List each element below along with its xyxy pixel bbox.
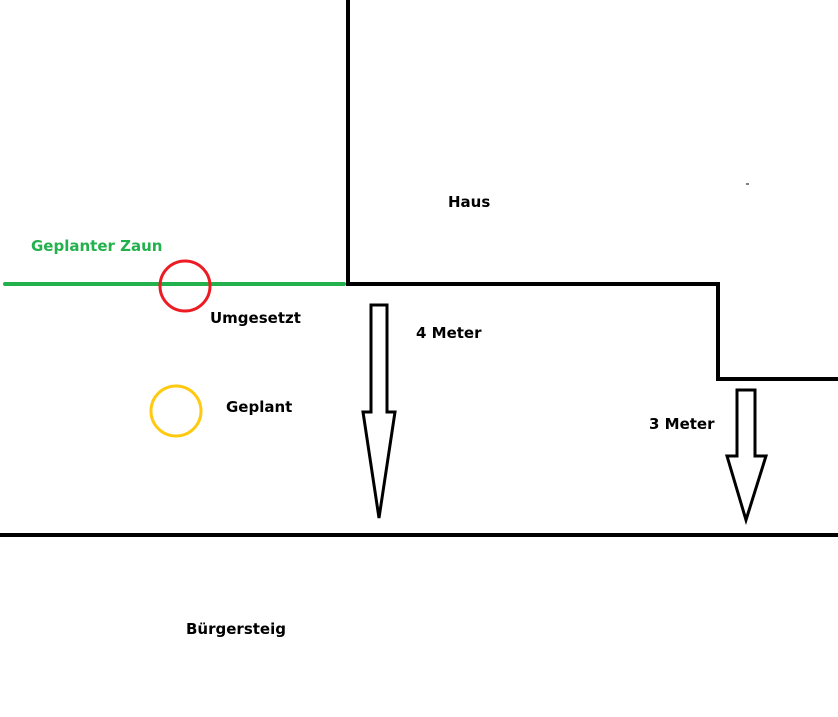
sidewalk-label: Bürgersteig [186, 620, 286, 638]
distance-arrow-3m [724, 388, 769, 526]
fence-label: Geplanter Zaun [31, 237, 163, 255]
house-outline [346, 0, 838, 381]
planned-label: Geplant [226, 398, 293, 416]
house-label: Haus [448, 193, 491, 211]
distance-arrow-4m [361, 303, 397, 519]
distance-label-3m: 3 Meter [649, 415, 715, 433]
implemented-marker [158, 259, 212, 313]
distance-label-4m: 4 Meter [416, 324, 482, 342]
planned-marker [149, 384, 203, 438]
implemented-label: Umgesetzt [210, 309, 301, 327]
